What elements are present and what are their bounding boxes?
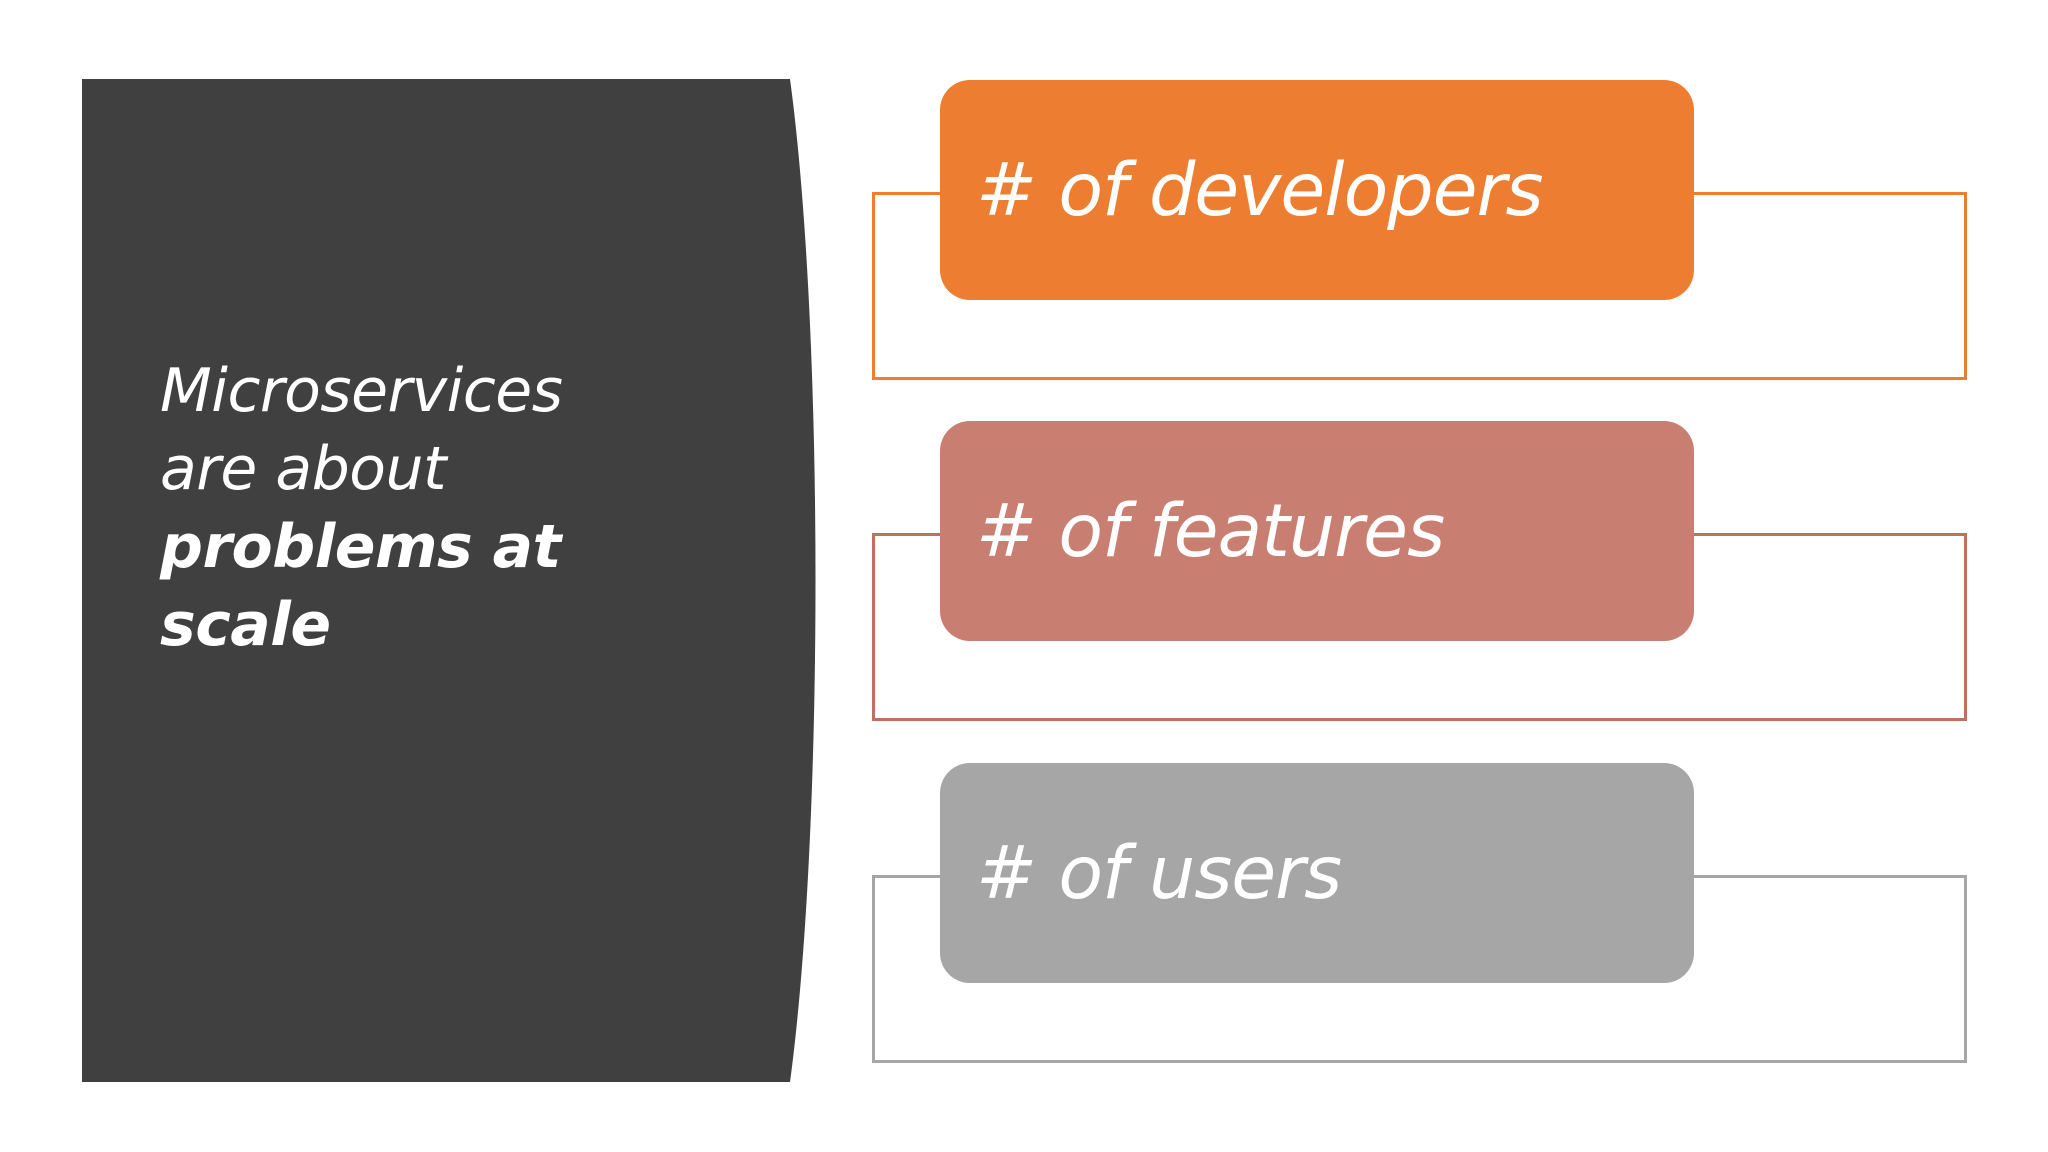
metric-label-developers: # of developers	[976, 147, 1544, 233]
metric-label-features: # of features	[976, 488, 1445, 574]
metric-chip-developers[interactable]: # of developers	[940, 80, 1694, 300]
headline-line-bold: problems at scale	[160, 512, 561, 660]
metric-chip-users[interactable]: # of users	[940, 763, 1694, 983]
metric-chip-features[interactable]: # of features	[940, 421, 1694, 641]
headline-line-regular: Microservices are about	[160, 356, 563, 504]
left-panel-headline: Microservices are about problems at scal…	[160, 352, 620, 664]
metric-label-users: # of users	[976, 830, 1342, 916]
